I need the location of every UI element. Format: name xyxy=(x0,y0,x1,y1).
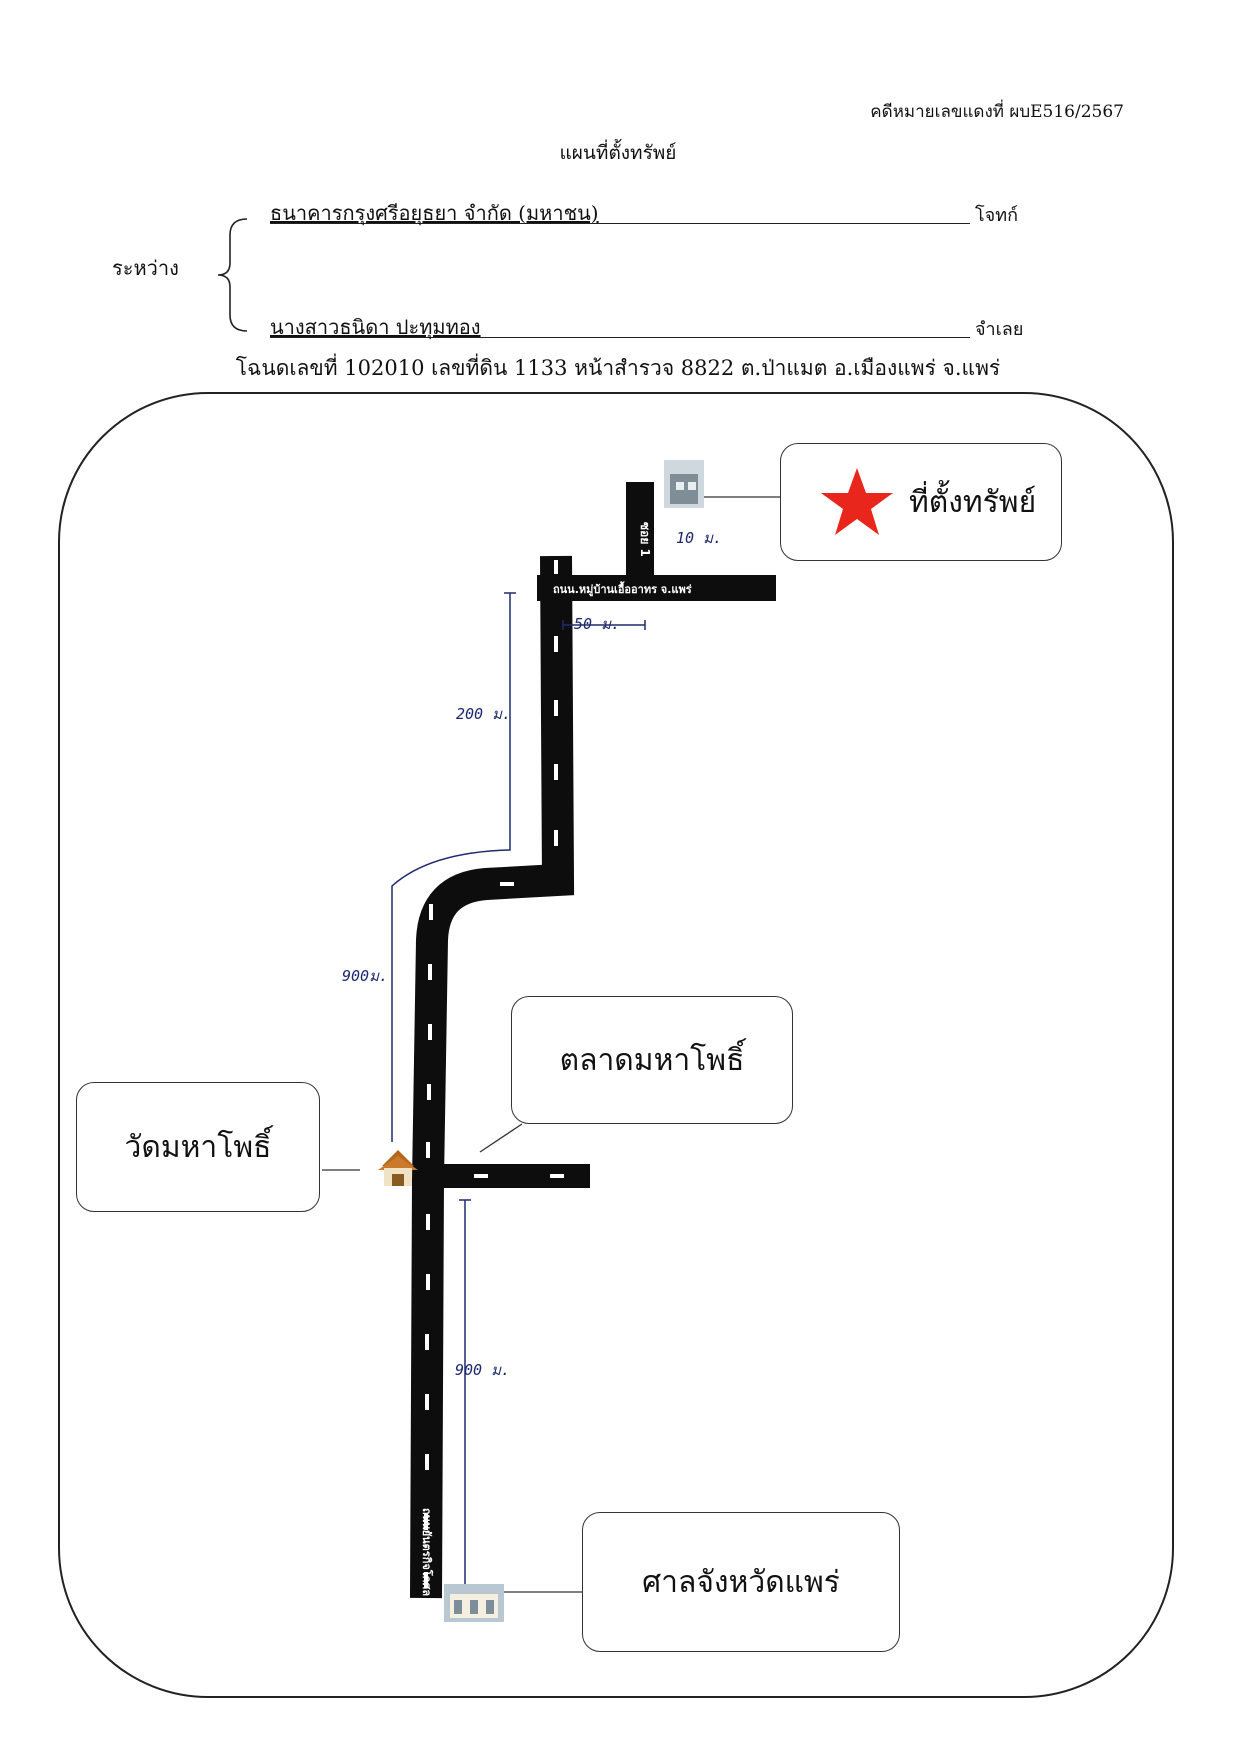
case-number: คดีหมายเลขแดงที่ ผบE516/2567 xyxy=(870,102,1124,122)
temple-callout-label: วัดมหาโพธิ์ xyxy=(124,1129,272,1165)
property-callout-label: ที่ตั้งทรัพย์ xyxy=(909,484,1037,520)
between-label: ระหว่าง xyxy=(112,256,179,280)
map-frame xyxy=(58,392,1174,1698)
defendant-name: นางสาวธนิดา ปะทุมทอง xyxy=(270,315,481,339)
leader-lines xyxy=(322,496,780,1593)
property-callout: ที่ตั้งทรัพย์ xyxy=(780,443,1062,561)
temple-callout: วัดมหาโพธิ์ xyxy=(76,1082,320,1212)
soi-label: ซอย 1 xyxy=(638,522,652,557)
village-road-distance: 50 ม. xyxy=(574,615,621,633)
south-segment-distance: 900 ม. xyxy=(455,1361,511,1379)
court-callout-label: ศาลจังหวัดแพร่ xyxy=(642,1564,840,1600)
market-callout-label: ตลาดมหาโพธิ์ xyxy=(559,1042,745,1078)
main-road-label: ถนนยันตรกิจโกศล xyxy=(420,1508,433,1597)
red-star-icon xyxy=(821,468,893,535)
north-segment-distance: 200 ม. xyxy=(456,705,512,723)
court-building-icon xyxy=(444,1584,504,1622)
market-callout: ตลาดมหาโพธิ์ xyxy=(511,996,793,1124)
brace-icon xyxy=(217,218,248,332)
document-title: แผนที่ตั้งทรัพย์ xyxy=(559,142,677,164)
roads xyxy=(410,482,776,1599)
temple-icon xyxy=(378,1150,418,1186)
plaintiff-role: โจทก์ xyxy=(975,205,1018,226)
plaintiff-line: ธนาคารกรุงศรีอยุธยา จำกัด (มหาชน) xyxy=(270,197,970,225)
road-dashes xyxy=(424,560,564,1588)
property-building-icon xyxy=(664,460,704,508)
village-road-label: ถนน.หมู่บ้านเอื้ออาทร จ.แพร่ xyxy=(553,583,692,596)
middle-segment-distance: 900ม. xyxy=(342,967,389,985)
court-callout: ศาลจังหวัดแพร่ xyxy=(582,1512,900,1652)
deed-info: โฉนดเลขที่ 102010 เลขที่ดิน 1133 หน้าสำร… xyxy=(235,356,1001,380)
defendant-role: จำเลย xyxy=(975,319,1024,340)
plaintiff-name: ธนาคารกรุงศรีอยุธยา จำกัด (มหาชน) xyxy=(270,201,599,225)
soi-distance: 10 ม. xyxy=(676,529,723,547)
defendant-line: นางสาวธนิดา ปะทุมทอง xyxy=(270,311,970,339)
main-road xyxy=(410,555,575,1599)
